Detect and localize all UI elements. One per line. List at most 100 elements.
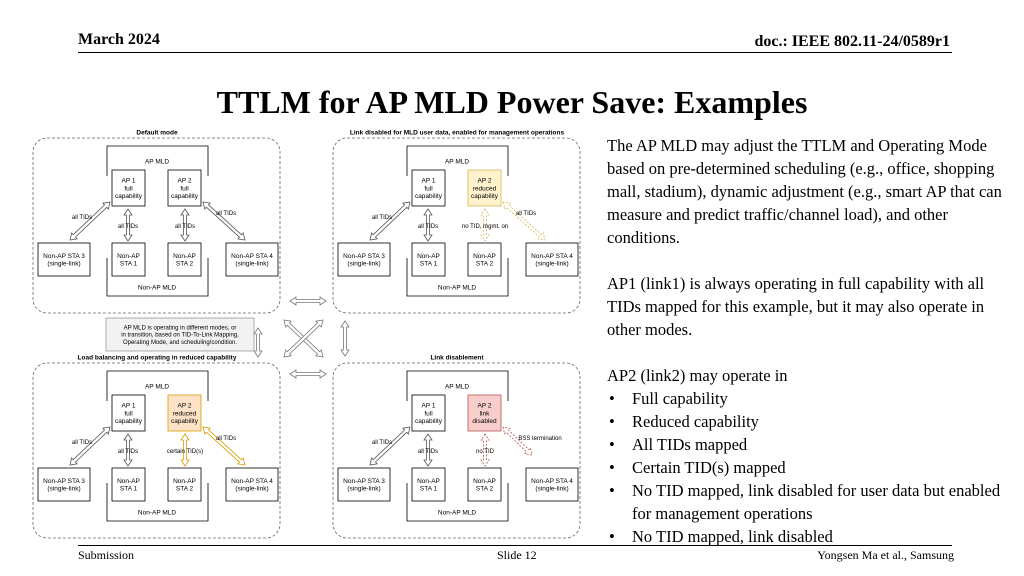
sta4-node-box xyxy=(225,467,279,502)
sta2-node-box xyxy=(467,467,502,502)
body-paragraph-1: The AP MLD may adjust the TTLM and Opera… xyxy=(607,136,1002,247)
link-arrow xyxy=(69,201,111,241)
body-paragraph-2: AP1 (link1) is always operating in full … xyxy=(607,274,985,339)
sta2-node-box xyxy=(167,242,202,277)
body-paragraph-3: AP2 (link2) may operate in xyxy=(607,366,788,385)
link-arrow xyxy=(180,208,190,242)
sta1-node-box xyxy=(411,467,446,502)
sta4-link-arrow xyxy=(202,426,246,466)
link1-arrow xyxy=(423,208,433,242)
ap2-mode-item: No TID mapped, link disabled xyxy=(607,525,1019,548)
link-arrow xyxy=(253,327,263,358)
bss-termination-arrow xyxy=(502,426,533,456)
ap-mld-frame xyxy=(406,370,509,401)
quadrant-title: Load balancing and operating in reduced … xyxy=(78,354,237,361)
ap2-mode-item: Reduced capability xyxy=(607,410,1019,433)
ap-mld-frame xyxy=(106,370,209,401)
link-arrow xyxy=(289,369,327,379)
link2-label: no TID, mgmt. on xyxy=(462,224,508,230)
link1-arrow xyxy=(123,208,133,242)
link-arrow xyxy=(180,433,190,467)
sta4-node: Non-AP STA 4(single-link) xyxy=(225,467,279,502)
link2-label: no TID xyxy=(476,449,495,455)
sta3-node-label: Non-AP STA 3(single-link) xyxy=(43,478,85,493)
ap-mld-frame xyxy=(106,145,209,176)
ap1-node-box xyxy=(111,394,146,432)
ap1-node-box xyxy=(411,169,446,207)
ap2-mode-item: Certain TID(s) mapped xyxy=(607,456,1019,479)
ap-mld-label: AP MLD xyxy=(445,158,469,165)
sta3-link-label: all TIDs xyxy=(72,215,92,221)
sta3-node: Non-AP STA 3(single-link) xyxy=(37,242,91,277)
quadrant-title: Link disablement xyxy=(430,354,484,361)
non-ap-mld-label: Non-AP MLD xyxy=(438,284,476,291)
non-ap-mld-label: Non-AP MLD xyxy=(438,509,476,516)
sta3-link-label: all TIDs xyxy=(372,215,392,221)
footer-rule xyxy=(78,545,952,546)
link2-arrow xyxy=(180,208,190,242)
sta2-node-box xyxy=(467,242,502,277)
ap2-node-box xyxy=(167,394,202,432)
sta4-node: Non-AP STA 4(single-link) xyxy=(225,242,279,277)
ap2-mode-item: All TIDs mapped xyxy=(607,433,1019,456)
non-ap-mld-frame xyxy=(106,258,209,297)
sta3-link-arrow xyxy=(369,201,411,241)
link2-label: certain TID(s) xyxy=(167,449,203,455)
sta4-node-box xyxy=(525,242,579,277)
sta4-link-arrow xyxy=(502,201,546,241)
non-ap-mld-label: Non-AP MLD xyxy=(138,284,176,291)
link-arrow xyxy=(123,208,133,242)
sta3-node: Non-AP STA 3(single-link) xyxy=(337,242,391,277)
ap2-mode-item: No TID mapped, link disabled for user da… xyxy=(607,479,1019,525)
sta3-node-box xyxy=(37,242,91,277)
non-ap-mld-frame xyxy=(106,483,209,522)
sta3-link-label: all TIDs xyxy=(372,440,392,446)
footer-author: Yongsen Ma et al., Samsung xyxy=(817,548,954,562)
link2-arrow xyxy=(480,433,490,467)
ap2-mode-list: Full capability Reduced capability All T… xyxy=(607,387,1019,548)
transition-arrow-right xyxy=(340,320,350,357)
sta3-node: Non-AP STA 3(single-link) xyxy=(337,467,391,502)
ap-mld-frame xyxy=(406,145,509,176)
non-ap-mld-frame xyxy=(406,258,509,297)
sta3-node-label: Non-AP STA 3(single-link) xyxy=(343,253,385,268)
sta4-node: Non-AP STA 4(single-link) xyxy=(525,467,579,502)
sta3-link-arrow xyxy=(69,426,111,466)
header-doc-id: doc.: IEEE 802.11-24/0589r1 xyxy=(754,33,950,50)
center-note-box xyxy=(105,317,255,352)
link-arrow xyxy=(202,426,246,466)
link-arrow xyxy=(283,319,324,358)
sta4-node-box xyxy=(525,467,579,502)
link-arrow xyxy=(69,426,111,466)
sta3-link-arrow xyxy=(69,201,111,241)
sta4-node-box xyxy=(225,242,279,277)
sta4-link-label: all TIDs xyxy=(516,211,536,217)
sta4-node-label: Non-AP STA 4(single-link) xyxy=(531,253,573,268)
link1-arrow xyxy=(123,433,133,467)
link2-arrow xyxy=(180,433,190,467)
footer-slide-number: Slide 12 xyxy=(497,548,537,562)
sta4-link-arrow xyxy=(202,201,246,241)
sta4-node: Non-AP STA 4(single-link) xyxy=(525,242,579,277)
link1-arrow xyxy=(423,433,433,467)
